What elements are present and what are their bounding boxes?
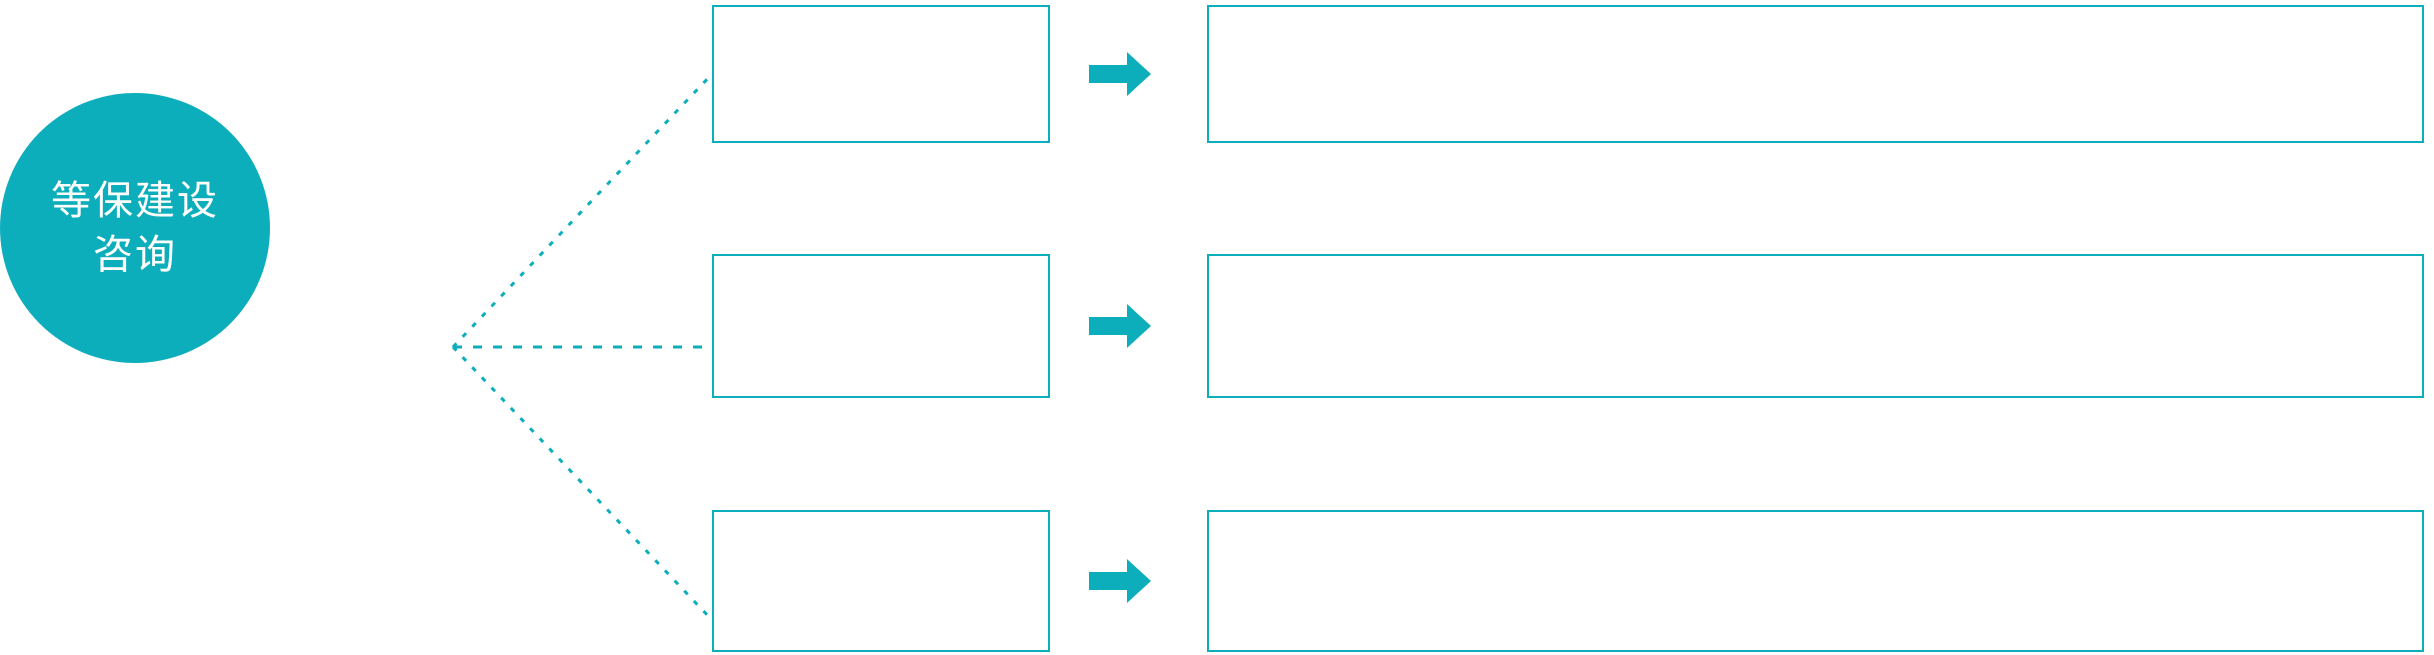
hub-circle[interactable]: 等保建设 咨询 (0, 93, 270, 363)
right-arrow-icon-1 (1089, 52, 1151, 96)
hub-title-line-2: 咨询 (93, 233, 177, 277)
right-arrow-icon-2 (1089, 304, 1151, 348)
detail-box-2[interactable] (1207, 254, 2424, 398)
stage-box-3[interactable] (712, 510, 1050, 652)
connector-line-top (451, 72, 714, 349)
right-arrow-icon-3 (1089, 559, 1151, 603)
detail-box-3[interactable] (1207, 510, 2424, 652)
detail-box-1[interactable] (1207, 5, 2424, 143)
connector-line-bottom (451, 345, 714, 622)
hub-title-line-1: 等保建设 (51, 179, 219, 223)
stage-box-2[interactable] (712, 254, 1050, 398)
stage-box-1[interactable] (712, 5, 1050, 143)
